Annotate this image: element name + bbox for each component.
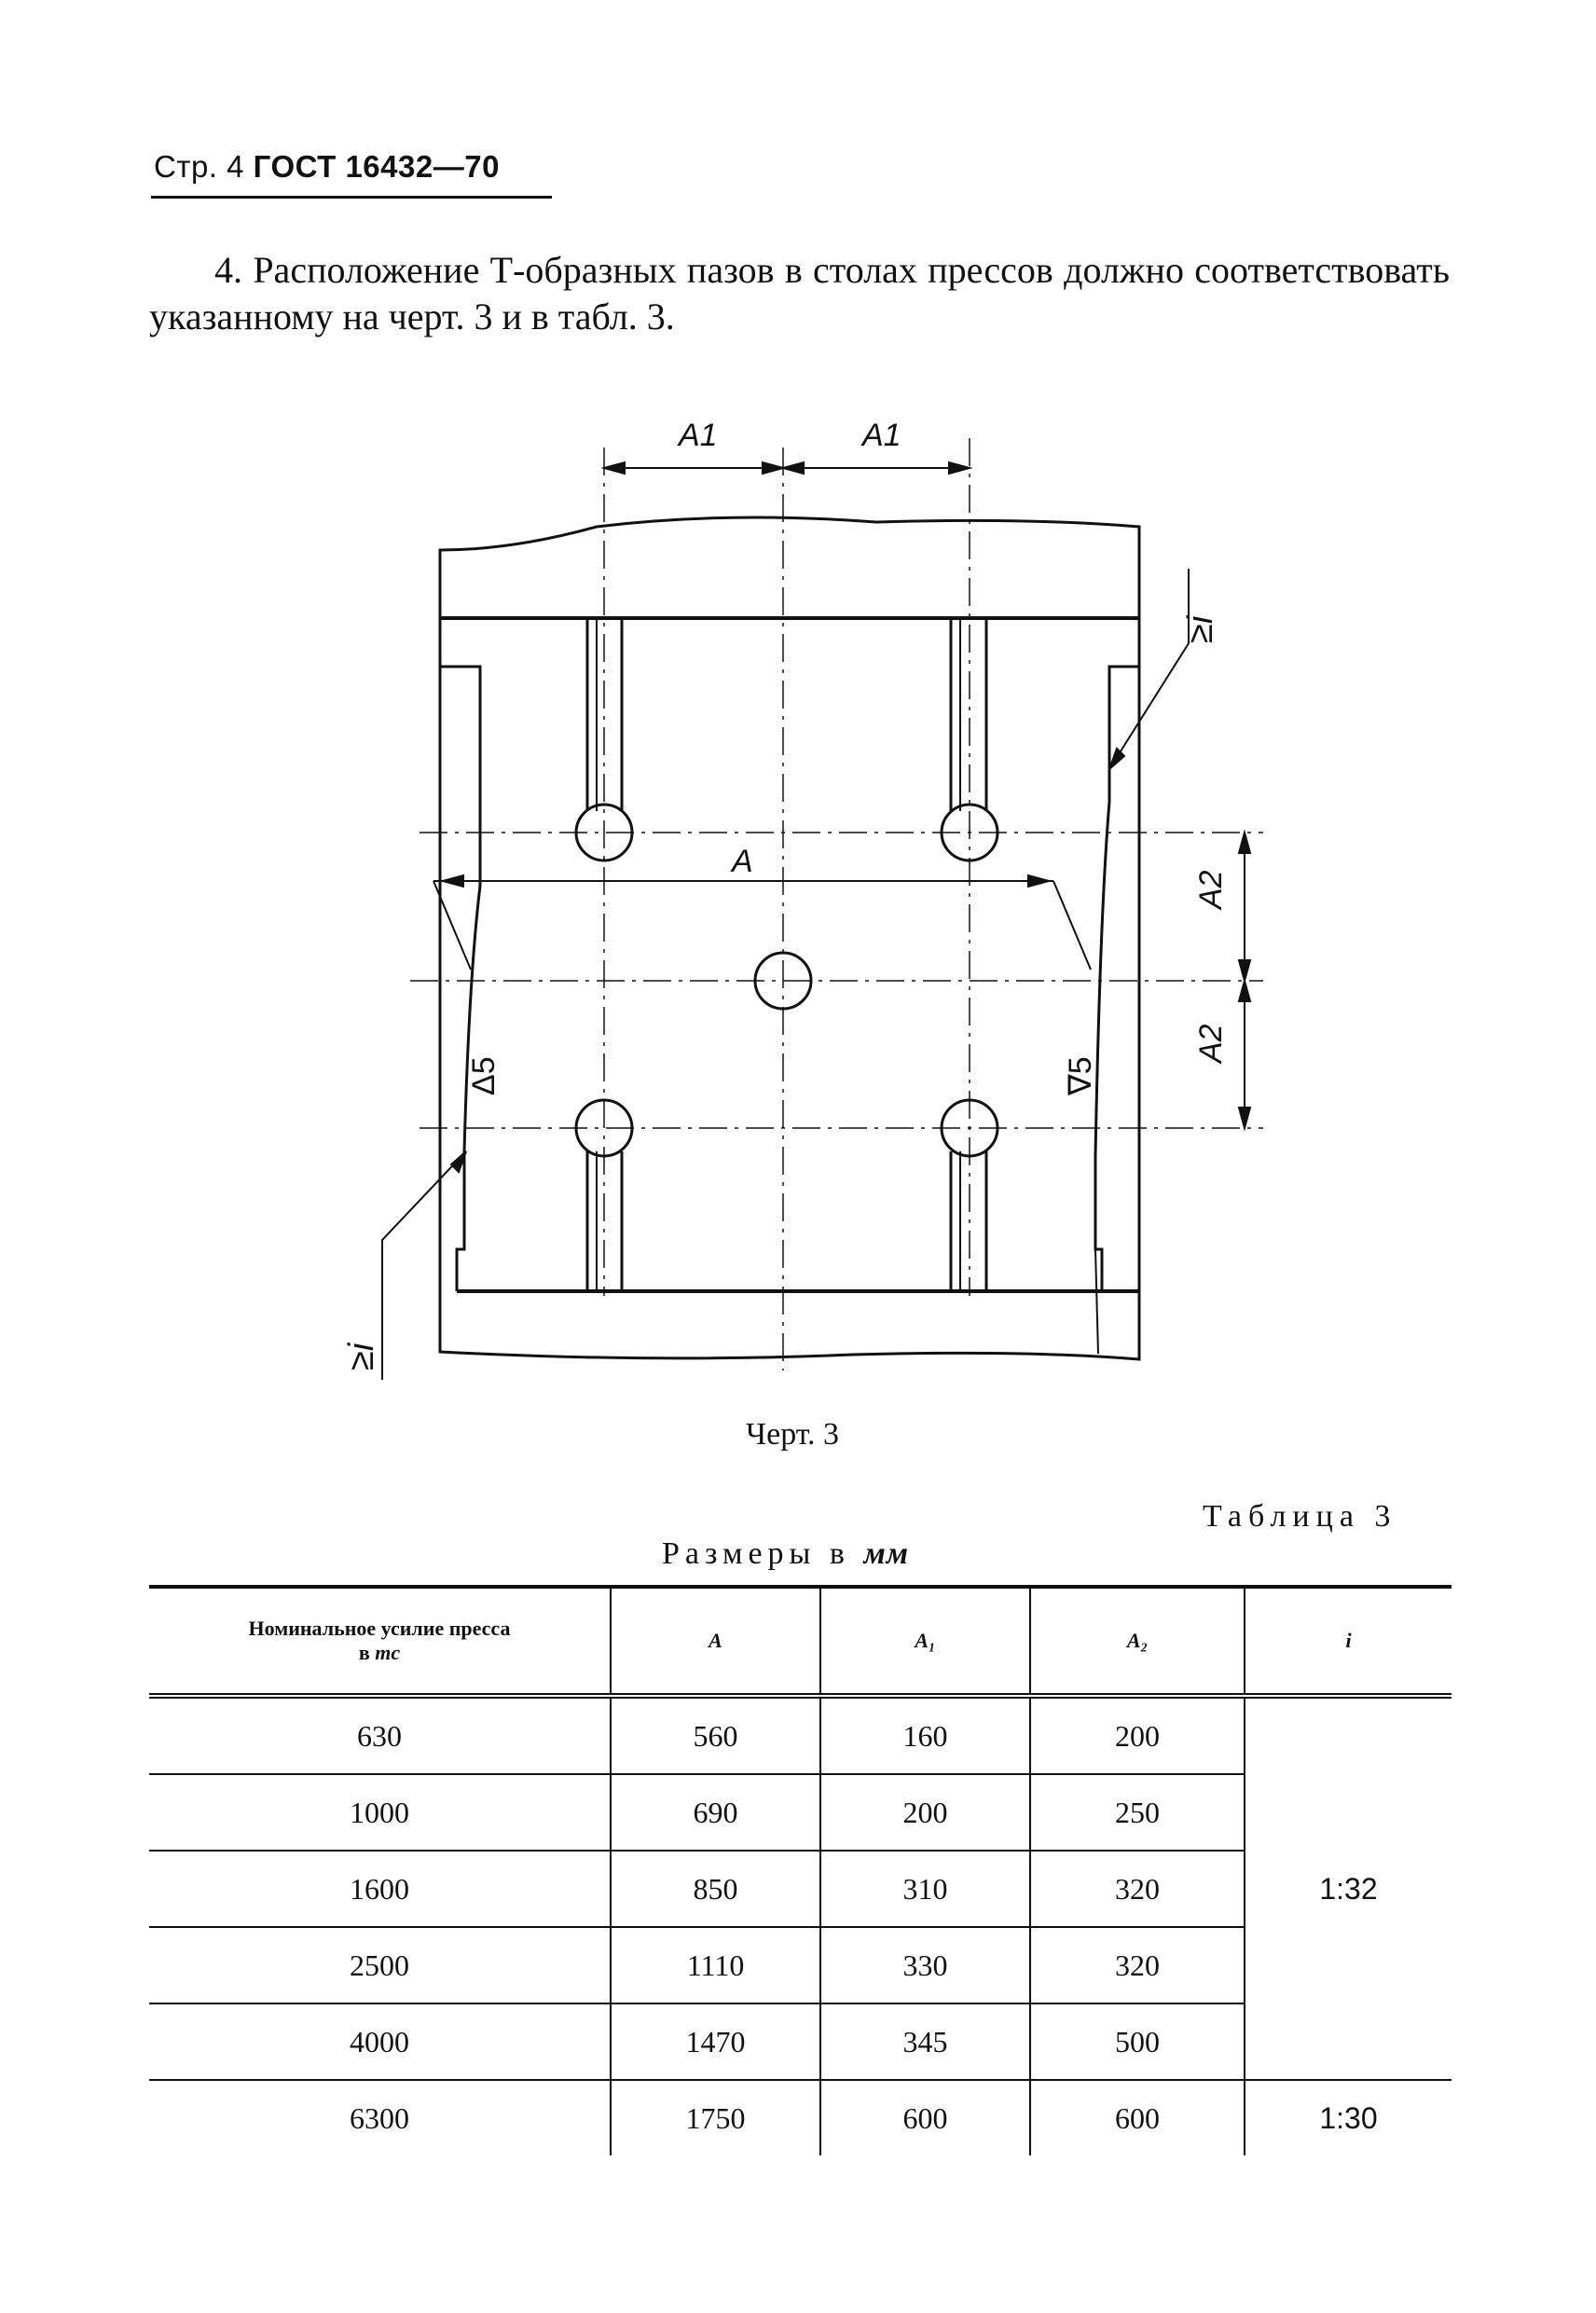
- figure-caption: Черт. 3: [746, 1417, 840, 1452]
- table-header-row: Номинальное усилие пресса в тс A A₁ A₂ i: [149, 1587, 1452, 1699]
- slope-lower: ≥i: [342, 1342, 381, 1370]
- cell-a2: 250: [1029, 1774, 1245, 1852]
- clause-4-text: 4. Расположение Т-образных пазов в стола…: [149, 249, 1450, 337]
- slope-leader-upper: [1108, 569, 1190, 770]
- cell-a: 560: [610, 1696, 820, 1775]
- cell-i-group-1: 1:32: [1244, 1696, 1452, 2081]
- label-a: A: [730, 844, 753, 879]
- table-row: 2500 1110 330 320: [149, 1927, 1452, 2004]
- page-header: Стр. 4 ГОСТ 16432—70: [154, 149, 500, 185]
- cell-a: 690: [610, 1774, 820, 1852]
- cell-a2: 500: [1029, 2003, 1245, 2081]
- page-number: Стр. 4: [154, 149, 244, 184]
- table-row: 1000 690 200 250: [149, 1774, 1452, 1852]
- label-a2-upper: A2: [1193, 870, 1229, 911]
- cell-a1: 200: [819, 1774, 1030, 1852]
- header-a1: A₁: [819, 1587, 1030, 1699]
- header-force-line1: Номинальное усилие пресса: [248, 1617, 511, 1640]
- header-force-line2: в тс: [358, 1641, 401, 1664]
- slope-upper: ≥i: [1181, 614, 1220, 643]
- standard-number: ГОСТ 16432—70: [253, 149, 500, 184]
- roughness-right: ∇5: [1063, 1056, 1098, 1096]
- table-row: 1600 850 310 320: [149, 1851, 1452, 1928]
- cell-a2: 600: [1029, 2080, 1245, 2155]
- cell-a1: 345: [819, 2003, 1030, 2081]
- cell-force: 1000: [149, 1774, 611, 1852]
- table-outline: [438, 516, 1141, 1361]
- slot-lower-left: [585, 1151, 624, 1291]
- header-a2: A₂: [1029, 1587, 1245, 1699]
- cell-a1: 160: [819, 1696, 1030, 1775]
- header-rule: [151, 196, 552, 199]
- cell-a1: 330: [819, 1927, 1030, 2004]
- cell-a: 1750: [610, 2080, 820, 2155]
- cell-force: 4000: [149, 2003, 611, 2081]
- cell-a: 850: [610, 1851, 820, 1928]
- table-row: 4000 1470 345 500: [149, 2003, 1452, 2081]
- dimensions-table: Номинальное усилие пресса в тс A A₁ A₂ i…: [149, 1585, 1452, 2155]
- slot-lower-right: [949, 1151, 988, 1291]
- roughness-left: Δ5: [466, 1056, 502, 1095]
- header-force: Номинальное усилие пресса в тс: [149, 1587, 611, 1699]
- cell-a1: 310: [819, 1851, 1030, 1928]
- right-wall: [1094, 665, 1139, 1291]
- cell-a2: 200: [1029, 1696, 1245, 1775]
- slot-upper-right: [949, 618, 988, 811]
- cell-a2: 320: [1029, 1927, 1245, 2004]
- label-a2-lower: A2: [1193, 1024, 1229, 1065]
- units-value: мм: [863, 1536, 910, 1571]
- press-table-drawing: A1 A1 A A2 A2 Δ5 ∇5 ≥i ≥i: [342, 418, 1263, 1380]
- table-title: Таблица 3: [1203, 1499, 1397, 1534]
- header-i: i: [1244, 1587, 1452, 1699]
- header-a: A: [610, 1587, 820, 1699]
- cell-a: 1110: [610, 1927, 820, 2004]
- units-note: Размеры в мм: [662, 1536, 909, 1572]
- cell-force: 1600: [149, 1851, 611, 1928]
- label-a1-right: A1: [860, 418, 901, 453]
- slope-leader-lower: [381, 1150, 467, 1380]
- units-prefix: Размеры в: [662, 1536, 850, 1571]
- cell-a1: 600: [819, 2080, 1030, 2155]
- cell-a2: 320: [1029, 1851, 1245, 1928]
- cell-force: 2500: [149, 1927, 611, 2004]
- slot-upper-left: [585, 618, 624, 811]
- label-a1-left: A1: [677, 418, 718, 453]
- table-row: 630 560 160 200 1:32: [149, 1696, 1452, 2081]
- cell-force: 630: [149, 1696, 611, 1775]
- cell-i-group-2: 1:30: [1244, 2080, 1452, 2155]
- table-row: 6300 1750 600 600 1:30: [149, 2080, 1452, 2155]
- cell-a: 1470: [610, 2003, 820, 2081]
- cell-force: 6300: [350, 2100, 409, 2135]
- left-wall: [440, 665, 482, 1291]
